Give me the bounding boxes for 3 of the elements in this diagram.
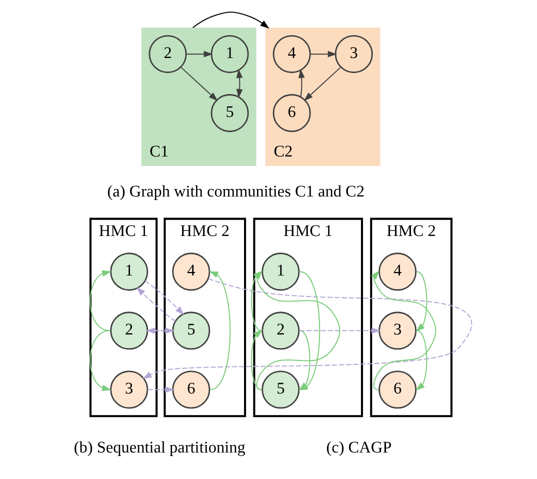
label: (b) Sequential partitioning [74,438,246,456]
label: (a) Graph with communities C1 and C2 [107,182,365,200]
label: (c) CAGP [326,438,392,456]
